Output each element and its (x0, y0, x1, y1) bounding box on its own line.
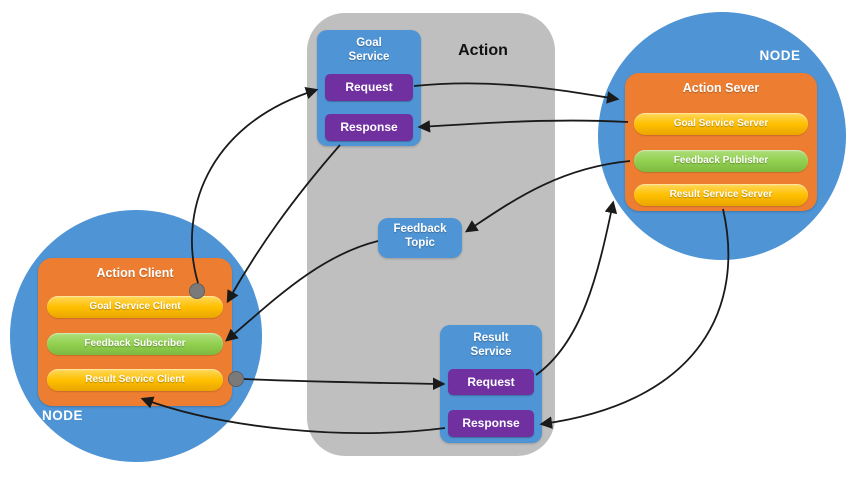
feedback-publisher-pill: Feedback Publisher (634, 150, 808, 172)
goal-client-connector-dot (189, 283, 205, 299)
result-service-client-pill: Result Service Client (47, 369, 223, 391)
action-server-title: Action Sever (682, 81, 760, 95)
feedback-subscriber-pill: Feedback Subscriber (47, 333, 223, 355)
result-client-connector-dot (228, 371, 244, 387)
goal-service-client-pill: Goal Service Client (47, 296, 223, 318)
action-group-label: Action (458, 42, 508, 59)
feedback-topic-title: Feedback Topic (393, 223, 447, 250)
goal-response-button: Response (325, 114, 413, 141)
feedback-topic-box: Feedback Topic (378, 218, 462, 258)
goal-service-title: Goal Service (348, 37, 390, 64)
action-client-box: Action Client Goal Service Client Feedba… (38, 258, 232, 406)
result-service-server-pill: Result Service Server (634, 184, 808, 206)
goal-request-button: Request (325, 74, 413, 101)
result-service-title: Result Service (470, 332, 512, 359)
result-request-button: Request (448, 369, 534, 395)
goal-service-server-pill: Goal Service Server (634, 113, 808, 135)
action-client-title: Action Client (96, 266, 174, 280)
result-response-button: Response (448, 410, 534, 437)
server-node-label: NODE (759, 48, 801, 63)
client-node-label: NODE (42, 408, 84, 423)
action-server-box: Action Sever Goal Service Server Feedbac… (625, 73, 817, 211)
result-service-box: Result Service Request Response (440, 325, 542, 443)
goal-service-box: Goal Service Request Response (317, 30, 421, 146)
